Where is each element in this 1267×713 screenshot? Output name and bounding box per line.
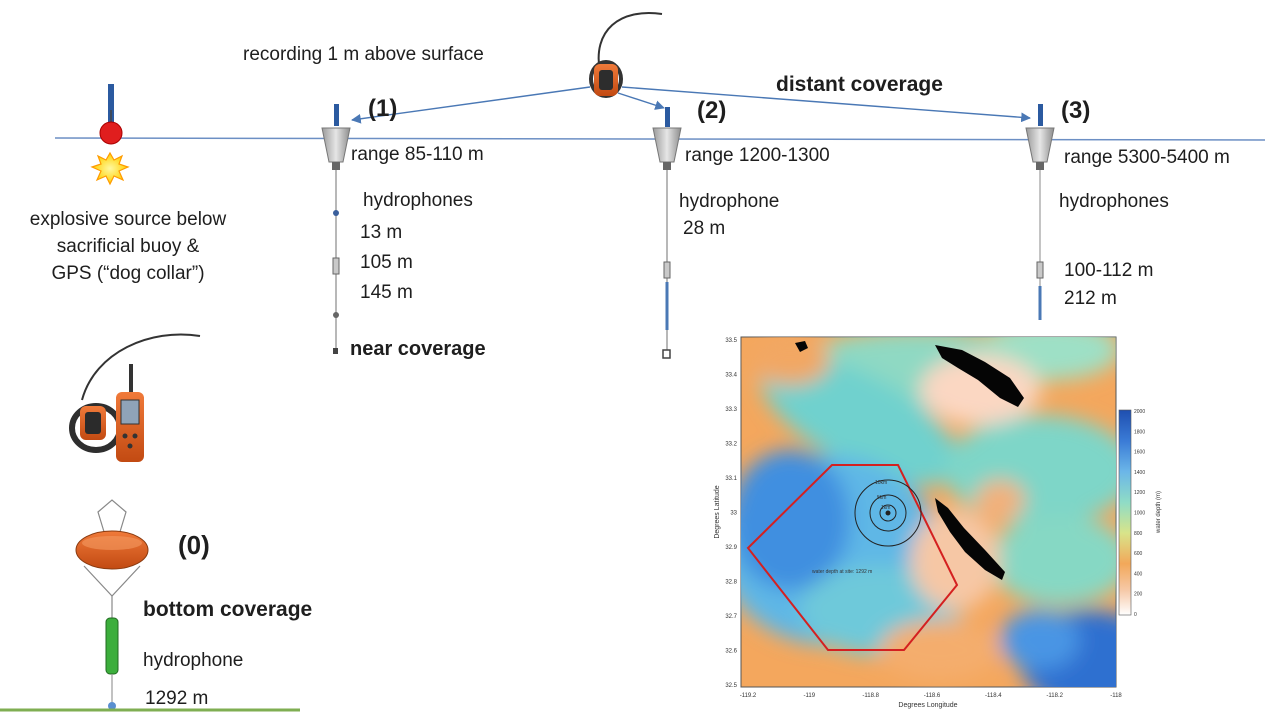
island-santa-catalina — [935, 345, 1024, 407]
ring-label: 5km — [877, 495, 886, 501]
gps-dog-collar-icon — [589, 12, 663, 98]
arrow-to-station-2 — [617, 92, 665, 110]
map-y-tick-label: 32.7 — [725, 614, 737, 620]
colorbar-tick-label: 1000 — [1134, 511, 1145, 517]
map-y-tick-label: 32.6 — [725, 649, 737, 655]
anchor-weight-icon — [333, 348, 338, 354]
map-y-tick-label: 33.1 — [725, 476, 737, 482]
colorbar-tick-label: 800 — [1134, 531, 1143, 537]
map-y-tick-label: 32.8 — [725, 580, 737, 586]
station-0-sensor: hydrophone — [143, 650, 244, 671]
station-1-sensor: hydrophones — [363, 190, 473, 211]
station-3-sensor: hydrophones — [1059, 191, 1169, 212]
distant-coverage-label: distant coverage — [776, 73, 943, 96]
recording-label: recording 1 m above surface — [243, 44, 484, 65]
map-x-tick-label: -118.4 — [985, 693, 1002, 699]
anchor-weight-icon — [662, 349, 671, 359]
station-1-depth: 105 m — [360, 252, 413, 273]
station-3-depth: 212 m — [1064, 288, 1117, 309]
bottom-coverage-label: bottom coverage — [143, 598, 313, 621]
station-1-depth: 13 m — [360, 222, 403, 243]
colorbar-tick-label: 1600 — [1134, 450, 1145, 456]
island-san-clemente — [935, 498, 1005, 580]
arrow-to-station-3 — [621, 86, 1031, 123]
sacrificial-buoy-icon — [99, 84, 123, 145]
station-1-depth: 145 m — [360, 282, 413, 303]
station-1-id: (1) — [368, 95, 398, 122]
station-2-depth: 28 m — [683, 218, 726, 239]
map-x-ticks: -119.2 -119 -118.8 -118.6 -118.4 -118.2 -118 — [740, 693, 1123, 699]
colorbar-tick-label: 0 — [1134, 612, 1137, 618]
near-coverage-label: near coverage — [350, 338, 486, 360]
hydrophone-icon — [332, 257, 340, 275]
operating-area-polygon — [746, 464, 959, 651]
hydrophone-icon — [663, 261, 671, 279]
station-3-buoy-icon — [1025, 104, 1055, 170]
map-x-tick-label: -118.6 — [924, 693, 941, 699]
colorbar-tick-label: 200 — [1134, 592, 1143, 598]
map-x-tick-label: -119 — [804, 693, 816, 699]
map-x-tick-label: -118.2 — [1046, 693, 1063, 699]
colorbar-tick-label: 1800 — [1134, 429, 1145, 435]
map-x-axis-label: Degrees Longitude — [898, 702, 957, 709]
source-line: explosive source below — [29, 209, 227, 230]
map-y-tick-label: 33.3 — [725, 407, 737, 413]
hydrophone-icon — [333, 312, 339, 318]
map-y-tick-label: 33.5 — [725, 338, 737, 344]
map-x-tick-label: -118 — [1110, 693, 1122, 699]
station-2-buoy-icon — [652, 107, 682, 170]
station-3-id: (3) — [1061, 97, 1091, 124]
station-2-range: range 1200-1300 — [685, 145, 830, 166]
map-y-ticks: 33.5 33.4 33.3 33.2 33.1 33 32.9 32.8 32.7 32.6 32… — [725, 338, 737, 689]
bathymetry-map: 10km 5km 1km water depth at site: 1292 m… — [714, 336, 1123, 709]
source-line: sacrificial buoy & — [56, 236, 200, 257]
map-x-tick-label: -119.2 — [740, 693, 757, 699]
station-3-range: range 5300-5400 m — [1064, 147, 1230, 168]
colorbar-tick-label: 1400 — [1134, 470, 1145, 476]
station-2-sensor: hydrophone — [679, 191, 780, 212]
colorbar-label: water depth (m) — [1156, 491, 1162, 534]
gps-handheld-icon — [69, 333, 201, 462]
hydrophone-icon — [333, 210, 339, 216]
bottom-recorder-icon — [75, 499, 149, 710]
station-0-id: (0) — [178, 530, 210, 560]
colorbar-tick-label: 400 — [1134, 571, 1143, 577]
source-description: explosive source below sacrificial buoy … — [8, 206, 248, 287]
map-y-tick-label: 32.9 — [725, 545, 737, 551]
map-y-tick-label: 33.2 — [725, 442, 737, 448]
station-3-depth: 100-112 m — [1064, 260, 1154, 281]
station-1-range: range 85-110 m — [351, 144, 484, 165]
ring-label: 10km — [875, 480, 887, 486]
site-depth-annotation: water depth at site: 1292 m — [812, 569, 872, 575]
source-line: GPS (“dog collar”) — [51, 263, 205, 284]
arrow-to-station-1 — [351, 86, 591, 124]
station-0-depth: 1292 m — [145, 688, 209, 709]
map-y-tick-label: 33 — [730, 511, 737, 517]
station-1-buoy-icon — [321, 104, 351, 170]
map-y-tick-label: 33.4 — [725, 373, 737, 379]
colorbar-tick-label: 600 — [1134, 551, 1143, 557]
hydrophone-icon — [1036, 261, 1044, 279]
map-x-tick-label: -118.8 — [862, 693, 879, 699]
map-y-axis-label: Degrees Latitude — [714, 485, 721, 538]
colorbar-tick-label: 1200 — [1134, 490, 1145, 496]
colorbar-tick-label: 2000 — [1134, 409, 1145, 415]
map-y-tick-label: 32.5 — [725, 683, 737, 689]
explosion-icon — [90, 151, 130, 186]
station-2-id: (2) — [697, 97, 727, 124]
colorbar: water depth (m) 200018001600140012001000… — [1118, 409, 1162, 618]
ring-label: 1km — [881, 505, 890, 511]
